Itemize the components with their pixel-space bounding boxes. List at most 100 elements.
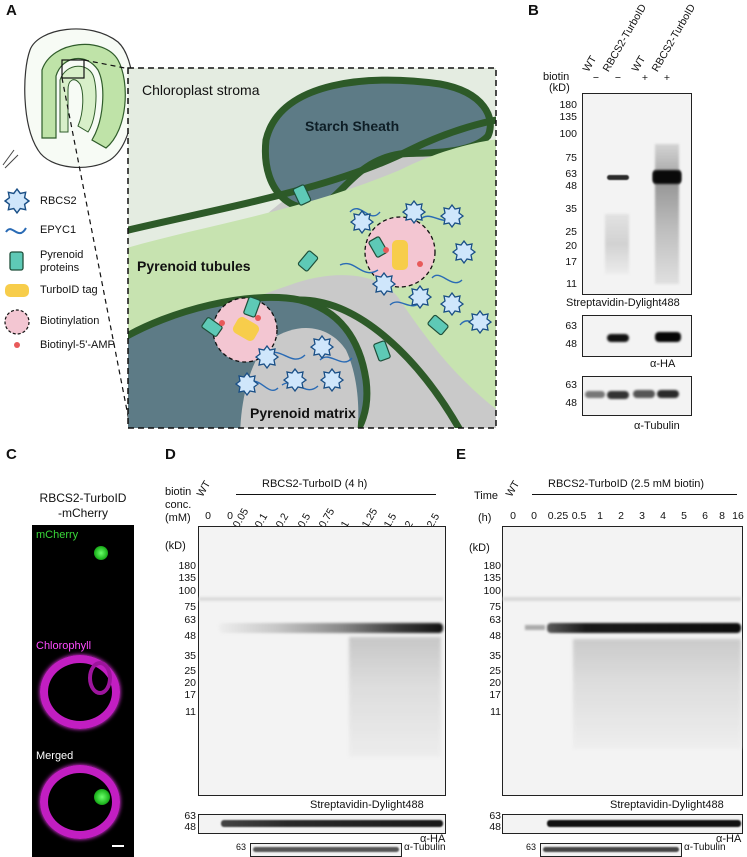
- e-col: 16: [732, 510, 744, 522]
- e-cap-ha: α-HA: [716, 833, 742, 845]
- d-tub-marker-63: 63: [235, 842, 246, 852]
- b-cap-tubulin: α-Tubulin: [634, 420, 680, 432]
- c-label-mcherry: mCherry: [36, 529, 79, 541]
- matrix-label: Pyrenoid matrix: [250, 405, 356, 421]
- b-marker-75: 75: [565, 152, 577, 164]
- b-lane-4: RBCS2-TurboID: [649, 2, 699, 74]
- b-marker-48: 48: [565, 180, 577, 192]
- b-marker-63: 63: [565, 168, 577, 180]
- d-wt: WT: [194, 478, 214, 499]
- b-marker-135: 135: [559, 111, 577, 123]
- b-lane-1: WT: [580, 53, 600, 74]
- b-ha-marker-63: 63: [565, 320, 577, 332]
- c-chlorophyll-image: [32, 635, 134, 743]
- e-col: 6: [702, 510, 708, 522]
- e-cap-tubulin: α-Tubulin: [684, 842, 726, 853]
- d-marker: 17: [184, 689, 196, 701]
- b-marker-17: 17: [565, 256, 577, 268]
- e-col: 5: [681, 510, 687, 522]
- b-sign-2: −: [614, 72, 622, 84]
- e-tub-marker-63: 63: [525, 842, 536, 852]
- d-cap-ha: α-HA: [420, 833, 446, 845]
- d-header-line: [236, 494, 436, 495]
- e-marker: 35: [489, 650, 501, 662]
- d-marker: 63: [184, 614, 196, 626]
- c-merged-image: [32, 745, 134, 857]
- legend-turboid: TurboID tag: [40, 284, 98, 296]
- d-ha-blot: [198, 814, 446, 834]
- panel-label-a: A: [6, 2, 17, 19]
- legend-pyrenoid-proteins: Pyrenoid proteins: [40, 249, 84, 274]
- e-col: 2: [618, 510, 624, 522]
- panel-label-c: C: [6, 446, 17, 463]
- turboid-legend-icon: [5, 284, 29, 297]
- d-marker: 35: [184, 650, 196, 662]
- b-cap-streptavidin: Streptavidin-Dylight488: [566, 297, 680, 309]
- e-header: RBCS2-TurboID (2.5 mM biotin): [548, 478, 705, 490]
- d-kd: (kD): [165, 540, 186, 552]
- tubules-label: Pyrenoid tubules: [137, 258, 251, 274]
- scale-bar: [112, 845, 124, 847]
- d-streptavidin-blot: [198, 526, 446, 796]
- b-ha-marker-48: 48: [565, 338, 577, 350]
- b-ha-blot: [582, 315, 692, 357]
- d-marker: 75: [184, 601, 196, 613]
- e-ha-blot: [502, 814, 743, 834]
- d-row1: biotin: [165, 486, 192, 498]
- b-marker-35: 35: [565, 203, 577, 215]
- c-title-2: -mCherry: [58, 506, 108, 520]
- e-col: 3: [639, 510, 645, 522]
- e-marker: 11: [490, 706, 501, 718]
- rbcs2-legend-icon: [4, 188, 30, 214]
- c-label-chlorophyll: Chlorophyll: [36, 640, 92, 652]
- b-marker-180: 180: [559, 99, 577, 111]
- d-tubulin-blot: [250, 843, 402, 857]
- e-marker: 48: [489, 630, 501, 642]
- e-col: 1: [597, 510, 603, 522]
- panel-label-b: B: [528, 2, 539, 19]
- d-col: 0: [227, 510, 233, 522]
- d-row2: conc.: [165, 499, 192, 511]
- b-cap-ha: α-HA: [650, 358, 676, 370]
- epyc1-legend-icon: [5, 227, 27, 235]
- b-marker-11: 11: [566, 278, 577, 290]
- c-label-merged: Merged: [36, 750, 74, 762]
- e-marker: 100: [483, 585, 501, 597]
- pyrenoid-protein-legend-icon: [9, 251, 24, 271]
- legend-epyc1: EPYC1: [40, 224, 77, 236]
- e-marker: 20: [489, 677, 501, 689]
- d-header: RBCS2-TurboID (4 h): [262, 478, 368, 490]
- e-marker: 17: [489, 689, 501, 701]
- b-tub-marker-48: 48: [565, 397, 577, 409]
- legend-biotinyl-amp: Biotinyl-5'-AMP: [40, 339, 115, 351]
- e-kd: (kD): [469, 542, 490, 554]
- e-ha-marker-48: 48: [489, 821, 501, 833]
- b-streptavidin-blot: [582, 93, 692, 295]
- c-title-1: RBCS2-TurboID: [39, 491, 127, 505]
- e-marker: 75: [489, 601, 501, 613]
- d-cap-tubulin: α-Tubulin: [404, 842, 446, 853]
- e-header-line: [532, 494, 737, 495]
- d-marker: 135: [178, 572, 196, 584]
- e-col: 0.5: [571, 510, 587, 522]
- b-kd: (kD): [549, 82, 570, 94]
- e-row2: (h): [478, 512, 492, 524]
- d-marker: 20: [184, 677, 196, 689]
- e-streptavidin-blot: [502, 526, 743, 796]
- d-ha-marker-63: 63: [184, 810, 196, 822]
- b-biotin-label: biotin: [543, 71, 570, 83]
- d-marker: 100: [178, 585, 196, 597]
- biotinylation-legend-icon: [4, 309, 30, 335]
- e-marker: 135: [483, 572, 501, 584]
- e-wt: WT: [503, 478, 523, 499]
- b-marker-25: 25: [565, 226, 577, 238]
- biotinyl-amp-legend-icon: [14, 342, 20, 348]
- starch-label: Starch Sheath: [305, 118, 400, 134]
- b-sign-1: −: [592, 72, 600, 84]
- c-mcherry-image: [32, 525, 134, 633]
- legend-biotinylation: Biotinylation: [40, 315, 100, 327]
- b-sign-4: +: [663, 72, 671, 84]
- panel-label-e: E: [456, 446, 467, 463]
- d-ha-marker-48: 48: [184, 821, 196, 833]
- c-microscopy-stack: [32, 525, 134, 857]
